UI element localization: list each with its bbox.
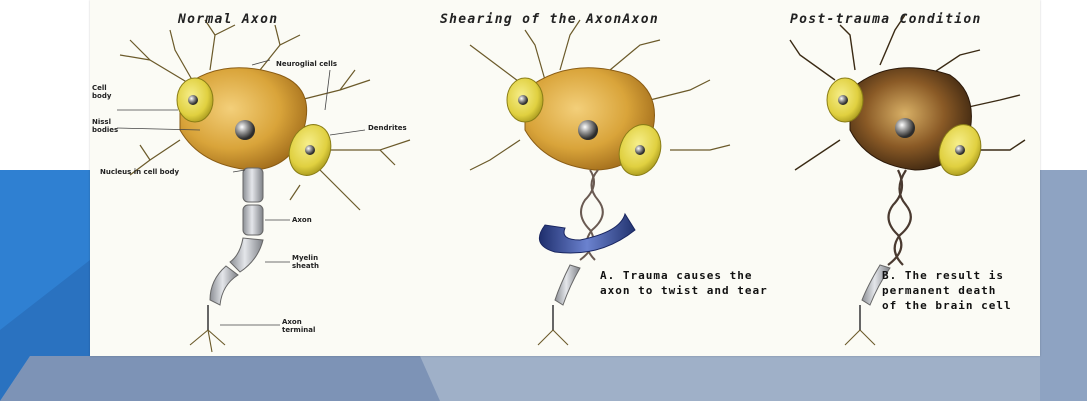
label-cell-body: Cell body: [92, 84, 118, 100]
label-neuroglial: Neuroglial cells: [276, 60, 337, 68]
label-nissl: Nissl bodies: [92, 118, 118, 134]
axon-terminals: [190, 330, 225, 352]
label-dendrites: Dendrites: [368, 124, 407, 132]
caption-b-line-1: B. The result is: [882, 268, 1012, 283]
label-nucleus: Nucleus in cell body: [100, 168, 179, 176]
twist-arrow-icon: [539, 214, 635, 253]
panel-title-post-trauma: Post-trauma Condition: [790, 12, 982, 27]
label-axon: Axon: [292, 216, 312, 224]
axon-segments: [208, 168, 263, 330]
label-axon-terminal: Axon terminal: [282, 318, 316, 334]
panel-title-normal: Normal Axon: [178, 12, 278, 27]
cell-nucleus: [235, 120, 255, 140]
caption-b-line-3: of the brain cell: [882, 298, 1012, 313]
caption-b: B. The result is permanent death of the …: [882, 268, 1012, 313]
caption-b-line-2: permanent death: [882, 283, 1012, 298]
panel-normal-axon: [117, 20, 410, 352]
panel-title-shearing: Shearing of the AxonAxon: [440, 12, 659, 27]
label-myelin: Myelin sheath: [292, 254, 322, 270]
caption-a-line-1: A. Trauma causes the: [600, 268, 768, 283]
caption-a-line-2: axon to twist and tear: [600, 283, 768, 298]
caption-a: A. Trauma causes the axon to twist and t…: [600, 268, 768, 298]
